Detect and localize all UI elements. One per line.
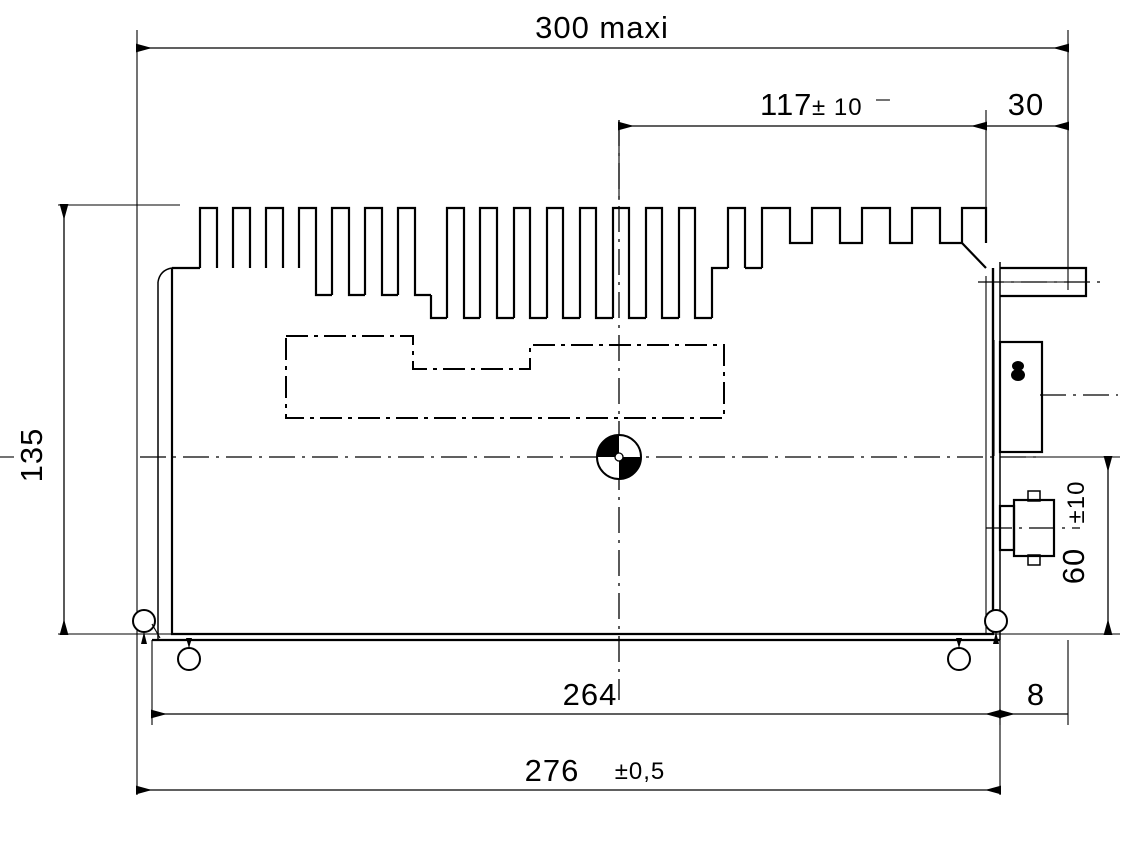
dim-label-276: 276 — [525, 753, 580, 788]
datum-target-symbol — [596, 434, 642, 480]
dim-label-117-tolerance: ± 10 — [812, 94, 863, 121]
dim-label-264: 264 — [563, 677, 618, 712]
mounting-feature-left — [132, 609, 201, 671]
dim-label-30: 30 — [1008, 87, 1044, 122]
extension-lines — [58, 30, 1120, 795]
internal-phantom-outline — [285, 335, 725, 419]
right-tail-bar — [978, 266, 1100, 298]
round-connector — [986, 490, 1080, 566]
dim-label-60: 60 — [1056, 548, 1091, 584]
base-plate — [137, 633, 1090, 642]
dim-label-8: 8 — [1027, 677, 1045, 712]
dimension-text-group: 300 maxi 117 ± 10 30 135 60 ±10 264 8 27… — [14, 10, 1091, 788]
dim-label-135: 135 — [14, 428, 49, 483]
dim-label-276-tolerance: ±0,5 — [615, 758, 666, 785]
heatsink-fins-tall — [198, 206, 762, 320]
dimension-lines — [59, 43, 1113, 795]
dim-label-117: 117 — [760, 87, 812, 122]
terminal-block-connector — [993, 340, 1044, 456]
dim-label-300: 300 maxi — [535, 10, 669, 45]
heatsink-notches-short — [760, 206, 988, 269]
center-lines — [140, 120, 1118, 700]
dim-label-60-tolerance: ±10 — [1063, 481, 1090, 524]
